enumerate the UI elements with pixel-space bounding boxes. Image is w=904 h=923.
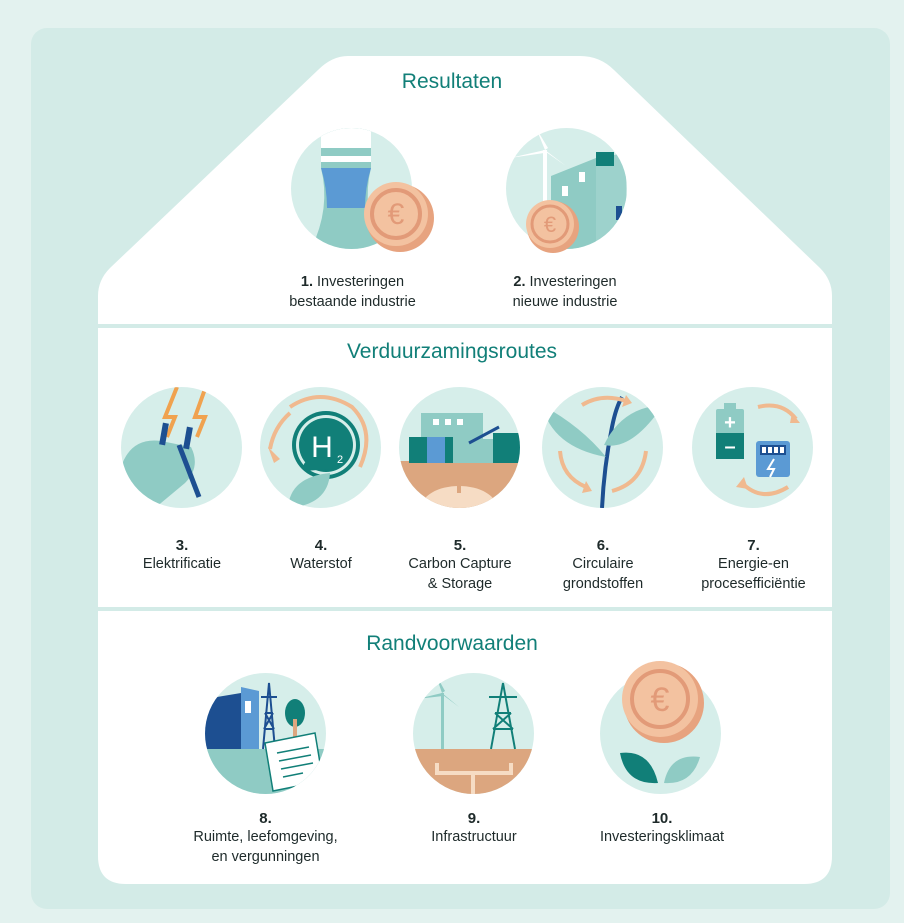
item-8-label: 8. Ruimte, leefomgeving, en vergunningen	[193, 810, 338, 865]
euro-coin-large-icon: €	[622, 661, 704, 743]
svg-text:€: €	[544, 212, 556, 237]
circular-plant-icon	[542, 387, 663, 508]
item-9-label: 9. Infrastructuur	[431, 810, 517, 845]
factory-chimney-coin-icon	[291, 128, 412, 249]
item-6-label: 6. Circulaire grondstoffen	[562, 537, 644, 592]
item-5-label: 5. Carbon Capture & Storage	[408, 537, 512, 592]
svg-text:€: €	[388, 198, 405, 231]
battery-meter-icon: + –	[692, 387, 813, 508]
item-10-label: 10. Investeringsklimaat	[599, 810, 725, 845]
section-title-randvoorwaarden: Randvoorwaarden	[366, 632, 538, 655]
hydrogen-h2-icon: H 2	[260, 387, 381, 508]
svg-text:€: €	[651, 681, 670, 719]
divider-1	[98, 324, 832, 328]
item-2-label: 2. Investeringen nieuwe industrie	[512, 274, 618, 310]
svg-text:+: +	[724, 412, 736, 434]
euro-coin-small-icon: €	[526, 200, 579, 253]
section-title-resultaten: Resultaten	[401, 70, 503, 93]
svg-text:H: H	[311, 431, 333, 464]
item-7-label: 7. Energie-en procesefficiëntie	[701, 537, 806, 592]
item-4-label: 4. Waterstof	[290, 537, 352, 572]
divider-2	[98, 607, 832, 611]
building-pylon-permit-icon	[205, 673, 326, 794]
item-3-label: 3. Elektrificatie	[142, 537, 222, 572]
svg-text:–: –	[724, 436, 735, 458]
section-title-verduurzamingsroutes: Verduurzamingsroutes	[346, 340, 558, 363]
svg-text:2: 2	[337, 454, 343, 466]
item-1-label: 1. Investeringen bestaande industrie	[289, 274, 416, 310]
euro-coin-icon: €	[364, 182, 434, 252]
carbon-capture-storage-icon	[399, 387, 520, 508]
electric-plug-icon	[121, 387, 242, 508]
turbine-pylon-pipeline-icon	[413, 673, 534, 794]
